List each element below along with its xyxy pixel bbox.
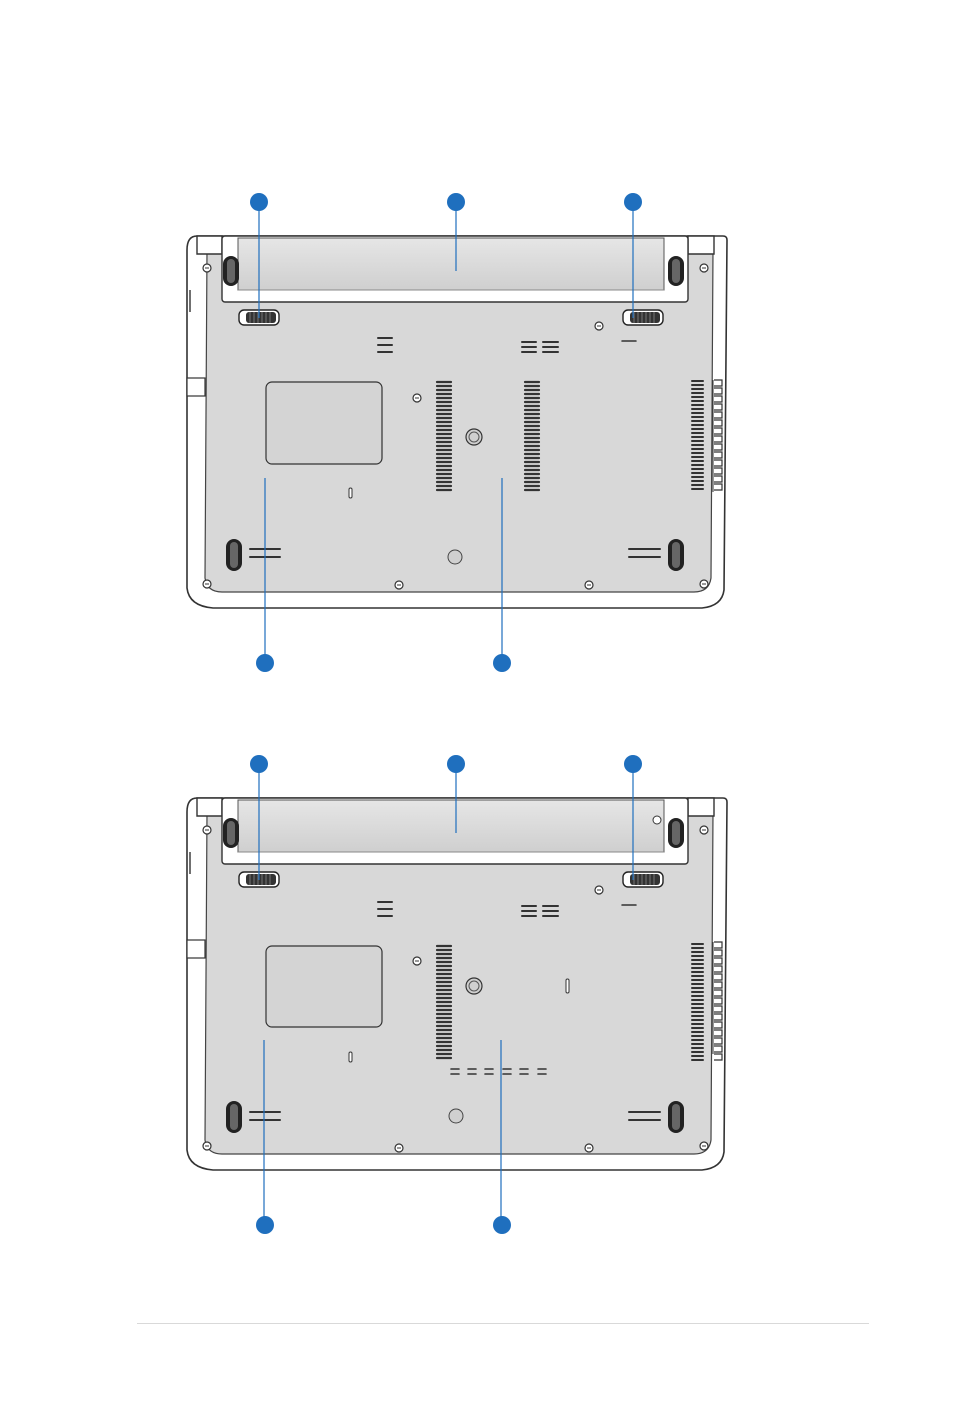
battery-lock-right — [623, 872, 663, 887]
callout-marker — [256, 1216, 274, 1234]
callout-marker — [447, 755, 465, 773]
callout-marker — [250, 755, 268, 773]
laptop-bottom-view-diagram-2 — [0, 562, 954, 1262]
hdd-compartment — [266, 382, 382, 464]
footer-divider — [137, 1323, 869, 1324]
side-port — [187, 940, 205, 958]
side-port — [187, 378, 205, 396]
callout-marker — [447, 193, 465, 211]
battery-lock-right — [623, 310, 663, 325]
memory-vent — [437, 946, 451, 1058]
callout-marker — [250, 193, 268, 211]
battery-pack — [222, 236, 688, 302]
callout-marker — [624, 193, 642, 211]
battery-pack — [222, 798, 688, 864]
callout-marker — [624, 755, 642, 773]
callout-marker — [493, 1216, 511, 1234]
hdd-compartment — [266, 946, 382, 1027]
